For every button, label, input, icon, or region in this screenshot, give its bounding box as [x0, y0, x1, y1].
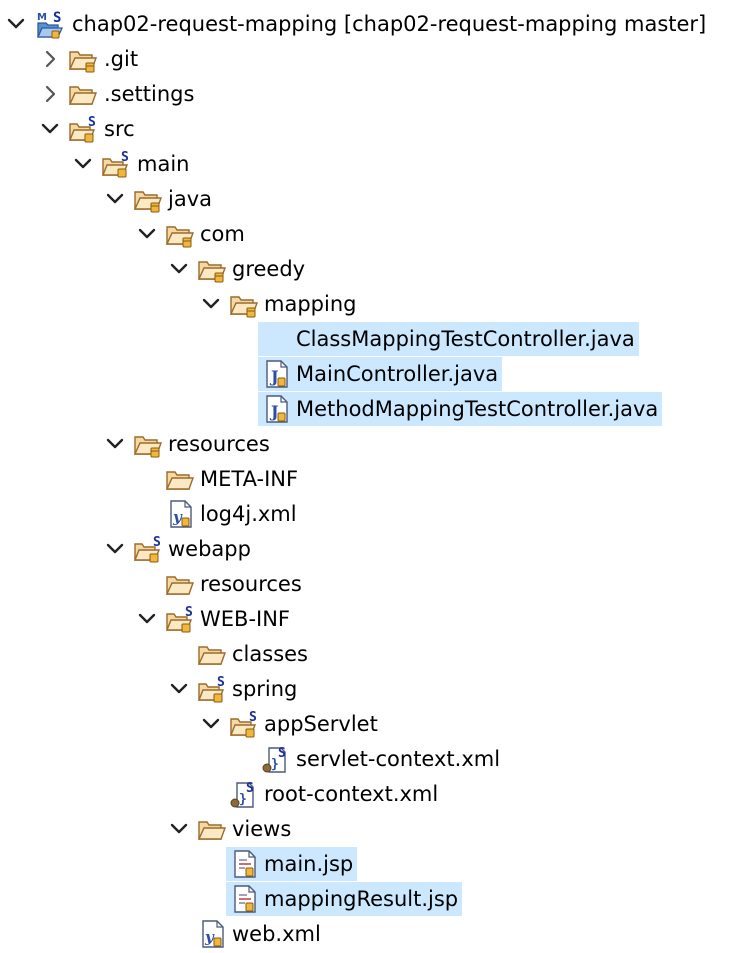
chevron-down-icon[interactable] — [104, 188, 126, 210]
chevron-down-icon[interactable] — [104, 433, 126, 455]
tree-item-label: .settings — [104, 82, 195, 106]
tree-item-src[interactable]: src — [0, 112, 746, 146]
tree-item-label: MainController.java — [258, 357, 503, 391]
tree-item-label: greedy — [232, 257, 306, 281]
package-folder-icon — [133, 429, 163, 459]
jsp-file-icon — [229, 849, 259, 879]
chevron-down-icon[interactable] — [104, 538, 126, 560]
chevron-right-icon[interactable] — [39, 48, 61, 70]
chevron-down-icon[interactable] — [168, 678, 190, 700]
tree-item-label: classes — [232, 642, 308, 666]
folder-icon — [68, 79, 98, 109]
spring-folder-icon — [229, 709, 259, 739]
spring-xml-file-icon — [229, 779, 259, 809]
chevron-down-icon[interactable] — [39, 118, 61, 140]
tree-item-app-servlet[interactable]: appServlet — [0, 707, 746, 741]
tree-item-label: appServlet — [264, 712, 378, 736]
project-repo-suffix: [chap02-request-mapping master] — [343, 12, 707, 36]
chevron-down-icon[interactable] — [200, 293, 222, 315]
chevron-down-icon[interactable] — [136, 608, 158, 630]
tree-item-resources[interactable]: resources — [0, 427, 746, 461]
tree-item-label: main — [137, 152, 190, 176]
tree-item-main-controller[interactable]: MainController.java — [0, 357, 746, 391]
spring-folder-icon — [165, 604, 195, 634]
tree-item-label: src — [104, 117, 135, 141]
package-folder-icon — [165, 219, 195, 249]
tree-item-class-mapping-controller[interactable]: ClassMappingTestController.java — [0, 322, 746, 356]
tree-item-label: MethodMappingTestController.java — [258, 392, 663, 426]
tree-item-mapping-result-jsp[interactable]: mappingResult.jsp — [0, 882, 746, 916]
chevron-down-icon[interactable] — [168, 818, 190, 840]
tree-item-main-jsp[interactable]: main.jsp — [0, 847, 746, 881]
tree-item-git[interactable]: .git — [0, 42, 746, 76]
spring-folder-icon — [101, 149, 131, 179]
tree-item-label: spring — [232, 677, 298, 701]
package-folder-icon — [197, 254, 227, 284]
tree-item-servlet-context[interactable]: servlet-context.xml — [0, 742, 746, 776]
tree-item-log4j[interactable]: log4j.xml — [0, 497, 746, 531]
xml-file-icon — [165, 499, 195, 529]
project-name: chap02-request-mapping — [72, 12, 338, 36]
tree-item-meta-inf[interactable]: META-INF — [0, 462, 746, 496]
package-folder-icon — [229, 289, 259, 319]
tree-item-webapp-resources[interactable]: resources — [0, 567, 746, 601]
tree-item-project[interactable]: chap02-request-mapping [chap02-request-m… — [0, 7, 746, 41]
chevron-down-icon[interactable] — [136, 223, 158, 245]
tree-item-label: views — [232, 817, 292, 841]
spring-xml-file-icon — [261, 744, 291, 774]
tree-item-label: servlet-context.xml — [296, 747, 501, 771]
tree-item-java[interactable]: java — [0, 182, 746, 216]
tree-item-settings[interactable]: .settings — [0, 77, 746, 111]
tree-item-webapp[interactable]: webapp — [0, 532, 746, 566]
spring-folder-icon — [133, 534, 163, 564]
tree-item-label: java — [168, 187, 212, 211]
folder-icon — [165, 569, 195, 599]
tree-item-label: com — [200, 222, 245, 246]
tree-item-label: mappingResult.jsp — [226, 882, 463, 916]
java-file-icon — [261, 359, 291, 389]
spring-folder-icon — [197, 674, 227, 704]
tree-item-web-inf[interactable]: WEB-INF — [0, 602, 746, 636]
folder-icon — [197, 814, 227, 844]
tree-item-label: webapp — [168, 537, 251, 561]
tree-item-label: ClassMappingTestController.java — [258, 322, 639, 356]
xml-file-icon — [197, 919, 227, 949]
java-file-icon — [261, 394, 291, 424]
tree-item-main[interactable]: main — [0, 147, 746, 181]
tree-item-web-xml[interactable]: web.xml — [0, 917, 746, 951]
tree-item-label: web.xml — [232, 922, 321, 946]
chevron-down-icon[interactable] — [5, 13, 27, 35]
chevron-down-icon[interactable] — [168, 258, 190, 280]
maven-spring-project-icon — [36, 9, 66, 39]
folder-icon — [165, 464, 195, 494]
chevron-right-icon[interactable] — [39, 83, 61, 105]
tree-item-label: resources — [200, 572, 302, 596]
tree-item-com[interactable]: com — [0, 217, 746, 251]
folder-icon — [197, 639, 227, 669]
tree-item-label: .git — [104, 47, 139, 71]
project-label: chap02-request-mapping [chap02-request-m… — [72, 7, 710, 41]
tree-item-spring[interactable]: spring — [0, 672, 746, 706]
spring-folder-icon — [68, 114, 98, 144]
chevron-down-icon[interactable] — [72, 153, 94, 175]
tree-item-label: resources — [168, 432, 270, 456]
tree-item-label: META-INF — [200, 467, 299, 491]
package-folder-icon — [133, 184, 163, 214]
chevron-down-icon[interactable] — [200, 713, 222, 735]
jsp-file-icon — [229, 884, 259, 914]
tree-item-label: WEB-INF — [200, 607, 290, 631]
tree-item-mapping[interactable]: mapping — [0, 287, 746, 321]
tree-item-greedy[interactable]: greedy — [0, 252, 746, 286]
tree-item-classes[interactable]: classes — [0, 637, 746, 671]
tree-item-views[interactable]: views — [0, 812, 746, 846]
folder-icon — [68, 44, 98, 74]
tree-item-label: root-context.xml — [264, 782, 439, 806]
tree-item-label: mapping — [264, 292, 357, 316]
tree-item-root-context[interactable]: root-context.xml — [0, 777, 746, 811]
tree-item-label: log4j.xml — [200, 502, 297, 526]
tree-item-method-mapping-controller[interactable]: MethodMappingTestController.java — [0, 392, 746, 426]
